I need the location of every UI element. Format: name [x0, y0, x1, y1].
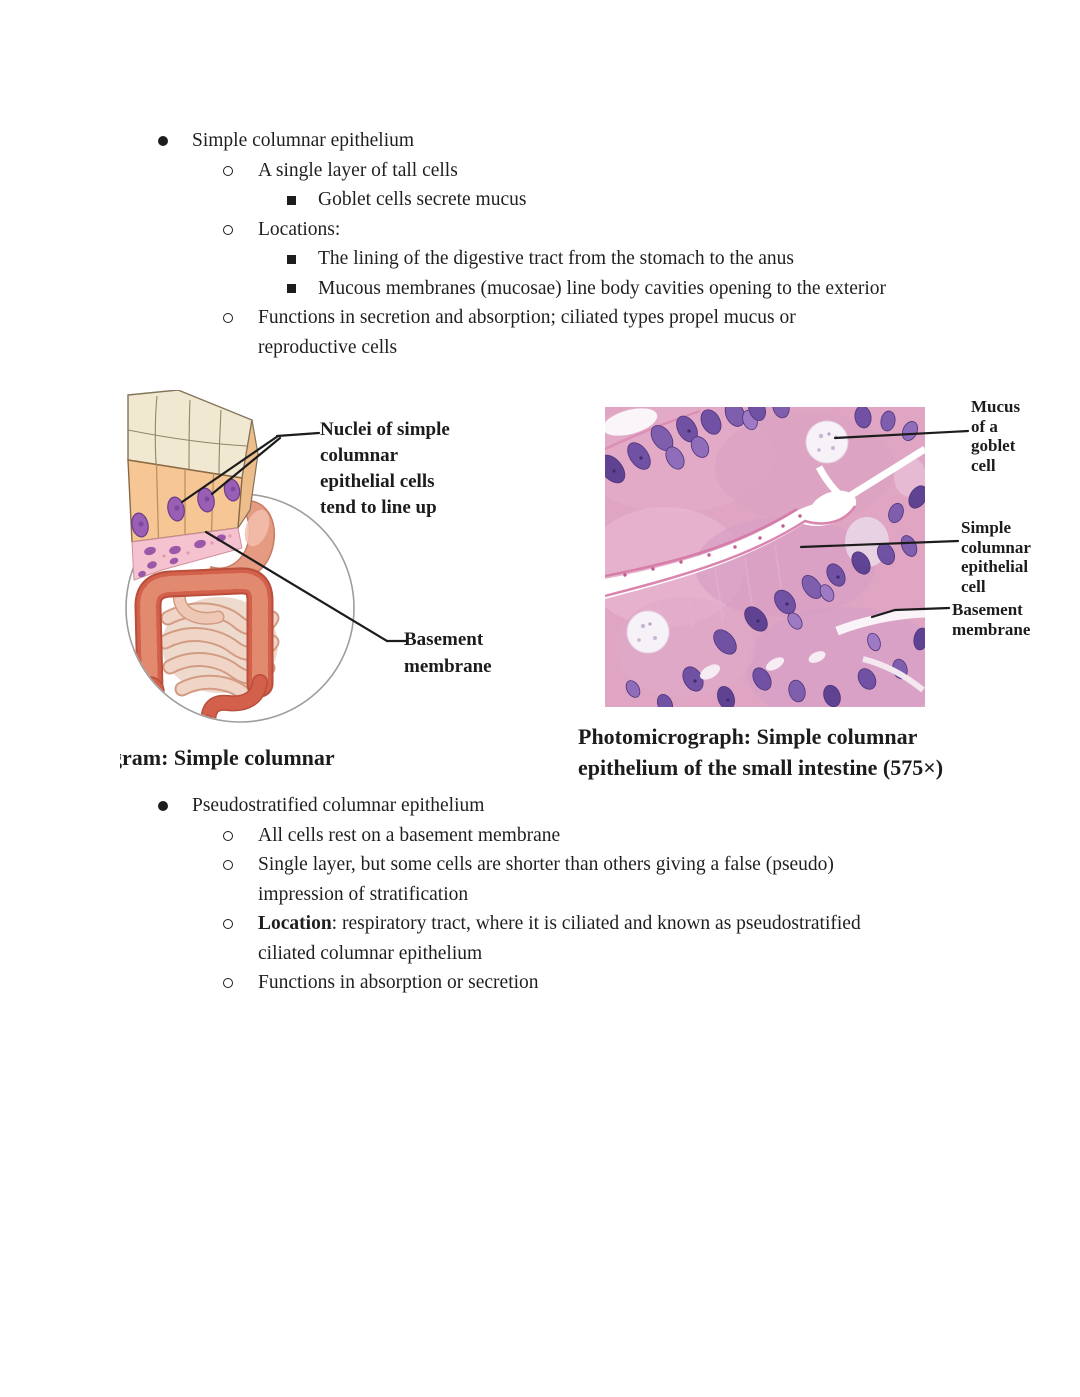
list-item-text: Location: respiratory tract, where it is… — [258, 909, 861, 968]
diagram-label-basement-membrane: Basement membrane — [404, 629, 492, 677]
list-item: Goblet cells secrete mucus — [0, 185, 1010, 215]
nuclei-pointer-line — [180, 434, 280, 504]
list-item: Functions in secretion and absorption; c… — [0, 303, 1010, 362]
large-intestine — [134, 567, 274, 721]
tissue-gaps — [700, 651, 826, 680]
list-item: All cells rest on a basement membrane — [0, 821, 1010, 851]
list-item: Pseudostratified columnar epithelium — [0, 791, 1010, 821]
lumen-cleft — [605, 501, 855, 599]
bullet-circle-icon — [223, 919, 233, 929]
basement-membrane-gap — [835, 608, 925, 636]
micrograph-label-basement-membrane: Basement membrane — [952, 600, 1031, 639]
notes-list-bottom: Pseudostratified columnar epithelium All… — [0, 791, 1010, 998]
list-item-text: Functions in secretion and absorption; c… — [258, 307, 796, 358]
cecum — [135, 676, 165, 708]
photomicrograph-image — [605, 407, 925, 707]
list-item-text: The lining of the digestive tract from t… — [318, 248, 794, 269]
notes-list-top: Simple columnar epithelium A single laye… — [0, 126, 1010, 362]
list-item-text: Goblet cells secrete mucus — [318, 189, 527, 210]
list-item-text: Pseudostratified columnar epithelium — [192, 795, 485, 816]
list-item: A single layer of tall cells — [0, 156, 1010, 186]
mucus-pointer-line — [833, 429, 970, 440]
bullet-circle-icon — [223, 313, 233, 323]
micrograph-label-mucus: Mucus of a goblet cell — [971, 397, 1021, 475]
micrograph-caption: Photomicrograph: Simple columnar epithel… — [578, 724, 944, 780]
list-item-text: A single layer of tall cells — [258, 159, 458, 181]
list-item: Simple columnar epithelium — [0, 126, 1010, 156]
bold-lead-in: Location — [258, 913, 332, 934]
list-item-text: Simple columnar epithelium — [192, 130, 415, 151]
bullet-disc-icon — [158, 801, 168, 811]
photomicrograph-figure — [605, 407, 970, 707]
micrograph-label-columnar-cell: Simple columnar epithelial cell — [961, 518, 1031, 596]
basement-pointer-line — [870, 606, 951, 619]
columnar-nuclei — [131, 478, 241, 538]
bullet-square-icon — [287, 254, 296, 264]
columnar-cell-pointer-line — [799, 539, 960, 549]
bullet-circle-icon — [223, 224, 233, 235]
list-item: Single layer, but some cells are shorter… — [0, 850, 1010, 909]
pointer-lines — [180, 431, 408, 643]
epithelial-nuclei — [605, 407, 925, 707]
list-item-text: Single layer, but some cells are shorter… — [258, 854, 834, 905]
lamina-propria-nuclei — [138, 534, 226, 578]
diagram-caption-text: gram: Simple columnar — [120, 745, 335, 770]
bullet-disc-icon — [158, 136, 168, 146]
simple-columnar-diagram — [125, 390, 408, 723]
list-item: Mucous membranes (mucosae) line body cav… — [0, 274, 1010, 304]
basement-pointer-line — [204, 530, 408, 643]
list-item-text: Mucous membranes (mucosae) line body cav… — [318, 277, 887, 299]
list-item: Functions in absorption or secretion — [0, 968, 1010, 998]
nuclei-pointer-line — [210, 436, 282, 496]
bullet-square-icon — [287, 195, 296, 205]
list-item-text: Functions in absorption or secretion — [258, 972, 539, 993]
bullet-square-icon — [287, 284, 296, 293]
nuclei-pointer-line — [275, 431, 321, 438]
list-item-text: Locations: — [258, 218, 341, 240]
list-item: Locations: — [0, 215, 1010, 245]
goblet-cell — [626, 610, 670, 654]
list-item-text-rest: : respiratory tract, where it is ciliate… — [258, 913, 861, 964]
bullet-circle-icon — [223, 165, 233, 176]
bullet-circle-icon — [223, 978, 233, 988]
bullet-circle-icon — [223, 860, 233, 870]
list-item-text: All cells rest on a basement membrane — [258, 824, 561, 846]
intestines-illustration — [134, 495, 280, 721]
goblet-cell — [805, 420, 849, 464]
bullet-circle-icon — [223, 830, 233, 841]
list-item: Location: respiratory tract, where it is… — [0, 909, 1010, 968]
diagram-label-nuclei: Nuclei of simple columnar epithelial cel… — [320, 419, 450, 518]
diagram-caption: gram: Simple columnar — [120, 742, 385, 778]
pointer-lines — [799, 429, 970, 619]
list-item: The lining of the digestive tract from t… — [0, 244, 1010, 274]
